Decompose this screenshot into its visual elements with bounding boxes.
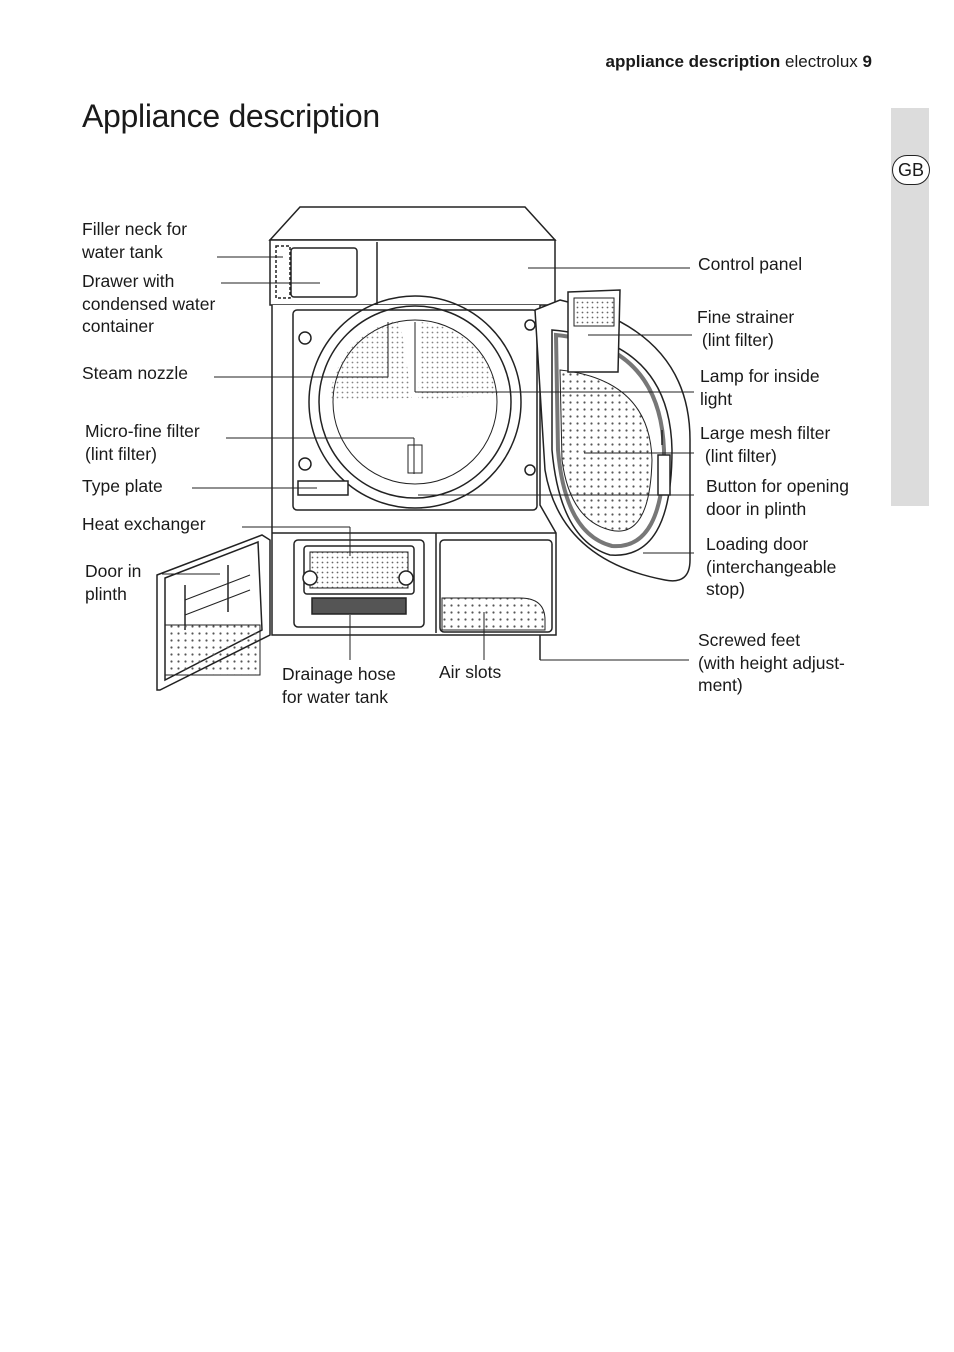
label-control-panel: Control panel (698, 254, 803, 274)
label-drawer: Drawer with condensed water container (82, 271, 216, 336)
label-filler-neck: Filler neck for water tank (82, 219, 188, 262)
page-number: 9 (862, 52, 872, 71)
drum-perforation (330, 320, 498, 400)
dryer-diagram (156, 206, 694, 691)
page-title: Appliance description (82, 98, 380, 134)
plinth-door (156, 534, 271, 691)
label-steam-nozzle: Steam nozzle (82, 363, 189, 383)
label-fine-strainer: Fine strainer (lint filter) (697, 307, 795, 350)
dryer-body (268, 206, 557, 660)
header-section: appliance description (605, 52, 781, 71)
label-heat-exchanger: Heat exchanger (82, 514, 206, 534)
label-button-door: Button for opening door in plinth (706, 476, 850, 519)
language-badge: GB (892, 155, 930, 185)
fine-strainer (567, 289, 621, 373)
label-screwed-feet: Screwed feet (with height adjust- ment) (698, 630, 845, 695)
label-lamp: Lamp for inside light (700, 366, 820, 409)
label-large-mesh: Large mesh filter (lint filter) (700, 423, 831, 466)
running-header: appliance description electrolux 9 (606, 52, 872, 72)
label-type-plate: Type plate (82, 476, 163, 496)
leader-lines (162, 256, 694, 661)
label-door-plinth: Door in plinth (85, 561, 142, 604)
label-drainage-hose: Drainage hose for water tank (282, 664, 396, 707)
label-micro-filter: Micro-fine filter (lint filter) (85, 421, 200, 464)
label-air-slots: Air slots (439, 662, 502, 682)
label-loading-door: Loading door (interchangeable stop) (706, 534, 837, 599)
header-brand: electrolux (785, 52, 858, 71)
